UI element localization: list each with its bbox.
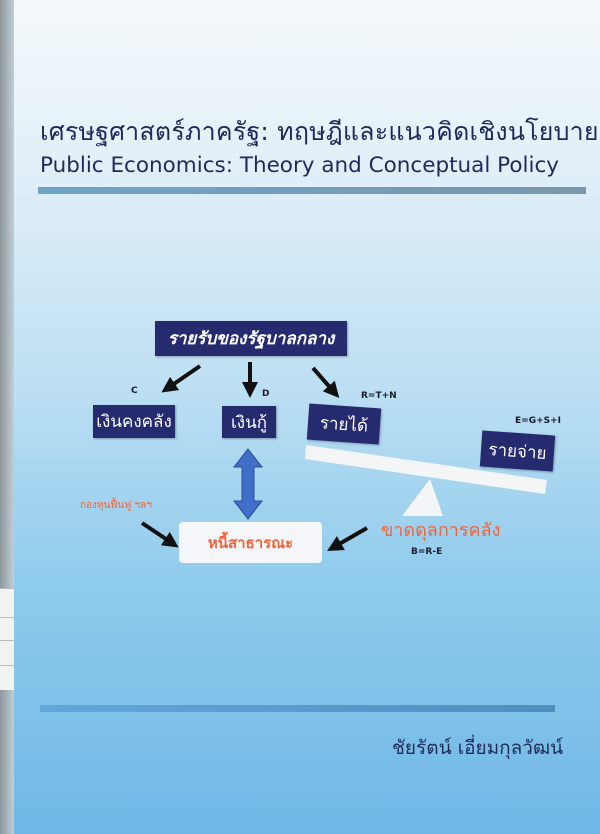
bottom-divider <box>40 705 555 712</box>
expenditure-box: รายจ่าย <box>479 430 556 472</box>
arrow-deficit-to-debt <box>327 526 368 551</box>
title-underline <box>38 187 586 194</box>
title-thai: เศรษฐศาสตร์ภาครัฐ: ทฤษฎีและแนวคิดเชิงนโย… <box>40 117 599 146</box>
borrowing-label: D <box>262 389 270 399</box>
seesaw-fulcrum <box>402 479 443 516</box>
revenue-formula: R=T+N <box>361 391 397 401</box>
fiscal-deficit-label: ขาดดุลการคลัง <box>381 520 501 541</box>
author-name: ชัยรัตน์ เอี่ยมกุลวัฒน์ <box>392 737 564 759</box>
treasury-box: เงินคงคลัง <box>93 405 175 438</box>
arrow-to-revenue <box>311 366 340 399</box>
public-debt-label: หนี้สาธารณะ <box>207 533 294 552</box>
borrowing-box: เงินกู้ <box>222 406 276 438</box>
arrow-to-treasury <box>161 364 202 393</box>
fund-label: กองทุนฟื้นฟู ฯลฯ <box>80 500 152 511</box>
revenue-box: รายได้ <box>306 403 382 445</box>
expenditure-formula: E=G+S+I <box>515 416 561 426</box>
treasury-label: C <box>131 386 138 396</box>
arrow-fund-to-debt <box>140 521 179 548</box>
central-government-revenue-box: รายรับของรัฐบาลกลาง <box>155 321 347 356</box>
seesaw-beam <box>305 445 547 494</box>
public-debt-box: หนี้สาธารณะ <box>179 522 322 563</box>
double-arrow-icon <box>232 448 264 520</box>
deficit-formula: B=R-E <box>411 547 443 557</box>
title-english: Public Economics: Theory and Conceptual … <box>40 153 560 178</box>
